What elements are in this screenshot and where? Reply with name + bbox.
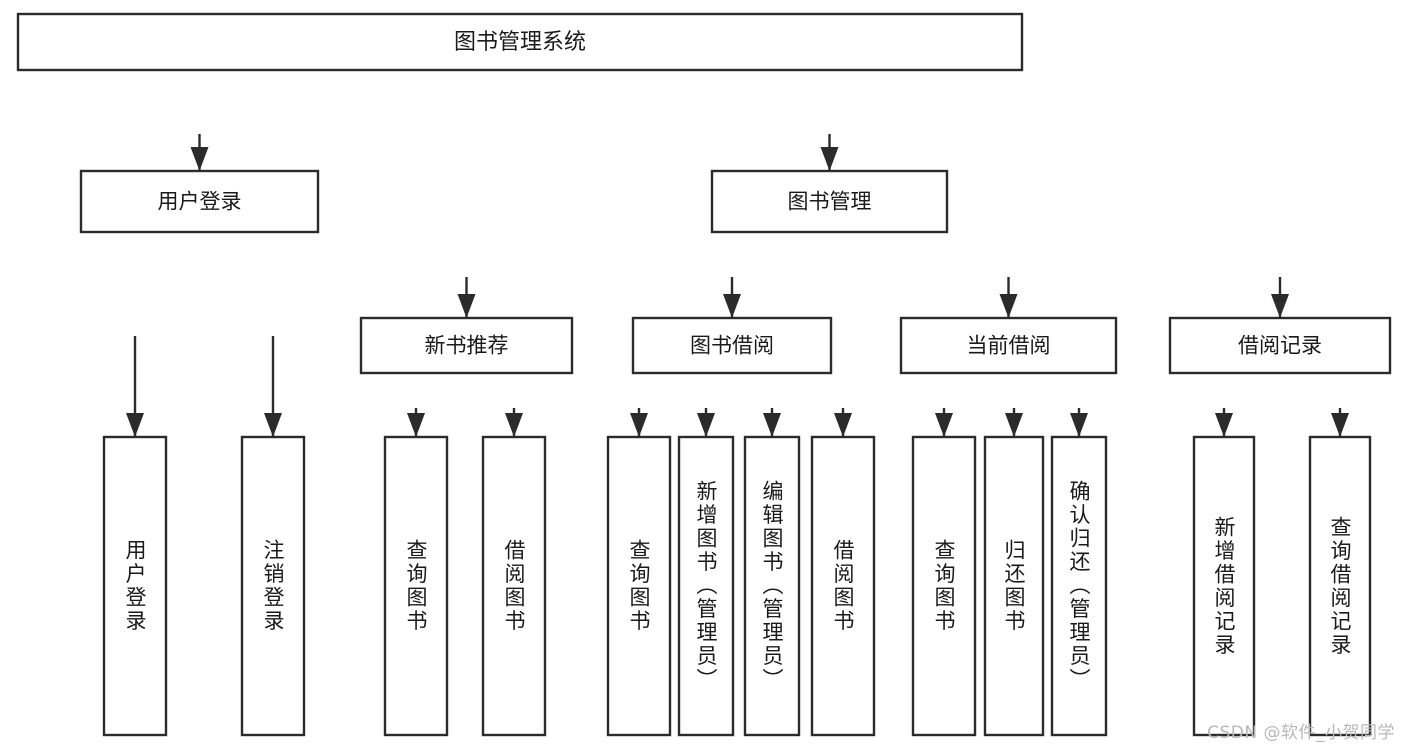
node-box-leaf-confirm-return-admin[interactable] [1050,435,1108,737]
arrow-head-icon [834,413,852,437]
arrow-head-icon [723,294,741,318]
arrow-head-icon [457,294,476,318]
node-box-leaf-query-book-current[interactable] [911,435,977,737]
node-box-borrow-record[interactable] [1168,316,1392,375]
arrow-head-icon [264,413,282,437]
arrow-head-icon [1070,413,1088,437]
node-label-book-management: 图书管理 [788,190,872,214]
node-box-leaf-return-book[interactable] [983,435,1045,737]
node-box-user-login[interactable] [79,169,320,234]
node-box-current-borrow[interactable] [899,316,1118,375]
node-box-book-management[interactable] [710,169,949,234]
arrow-head-icon [1215,413,1233,437]
node-box-leaf-add-book-admin[interactable] [677,435,735,737]
node-label-user-login: 用户登录 [158,190,242,214]
node-box-leaf-borrow-book[interactable] [810,435,876,737]
arrow-head-icon [763,413,781,437]
node-box-leaf-borrow-book-recommend[interactable] [481,435,547,737]
node-label-book-borrow: 图书借阅 [690,334,774,358]
node-box-leaf-add-borrow-record[interactable] [1192,435,1256,737]
node-box-book-borrow[interactable] [631,316,833,375]
node-label-undefined: 图书管理系统 [454,30,586,55]
arrow-head-icon [505,413,523,437]
arrow-head-icon [407,413,425,437]
arrow-head-icon [1331,413,1349,437]
node-box-layer [16,12,1392,737]
arrow-head-icon [935,413,953,437]
arrow-head-icon [1271,294,1289,318]
node-box-leaf-query-book-borrow[interactable] [606,435,672,737]
node-label-borrow-record: 借阅记录 [1238,334,1322,358]
node-label-new-book-recommend: 新书推荐 [425,334,509,358]
watermark-text: CSDN @软件_小贺同学 [1207,723,1395,743]
node-box-new-book-recommend[interactable] [359,316,574,375]
arrow-head-icon [999,294,1018,318]
node-box-leaf-edit-book-admin[interactable] [743,435,801,737]
arrow-head-icon [630,413,648,437]
arrow-head-icon [1005,413,1023,437]
node-label-current-borrow: 当前借阅 [967,334,1051,358]
node-box-leaf-user-login[interactable] [102,435,168,737]
node-box-leaf-logout[interactable] [240,435,306,737]
connector-layer [126,134,1349,437]
node-box-undefined[interactable] [16,12,1024,72]
arrow-head-icon [190,147,209,171]
arrow-head-icon [697,413,715,437]
arrow-head-icon [126,413,144,437]
node-box-leaf-query-borrow-record[interactable] [1308,435,1372,737]
node-box-leaf-query-book-recommend[interactable] [383,435,449,737]
arrow-head-icon [820,147,839,171]
